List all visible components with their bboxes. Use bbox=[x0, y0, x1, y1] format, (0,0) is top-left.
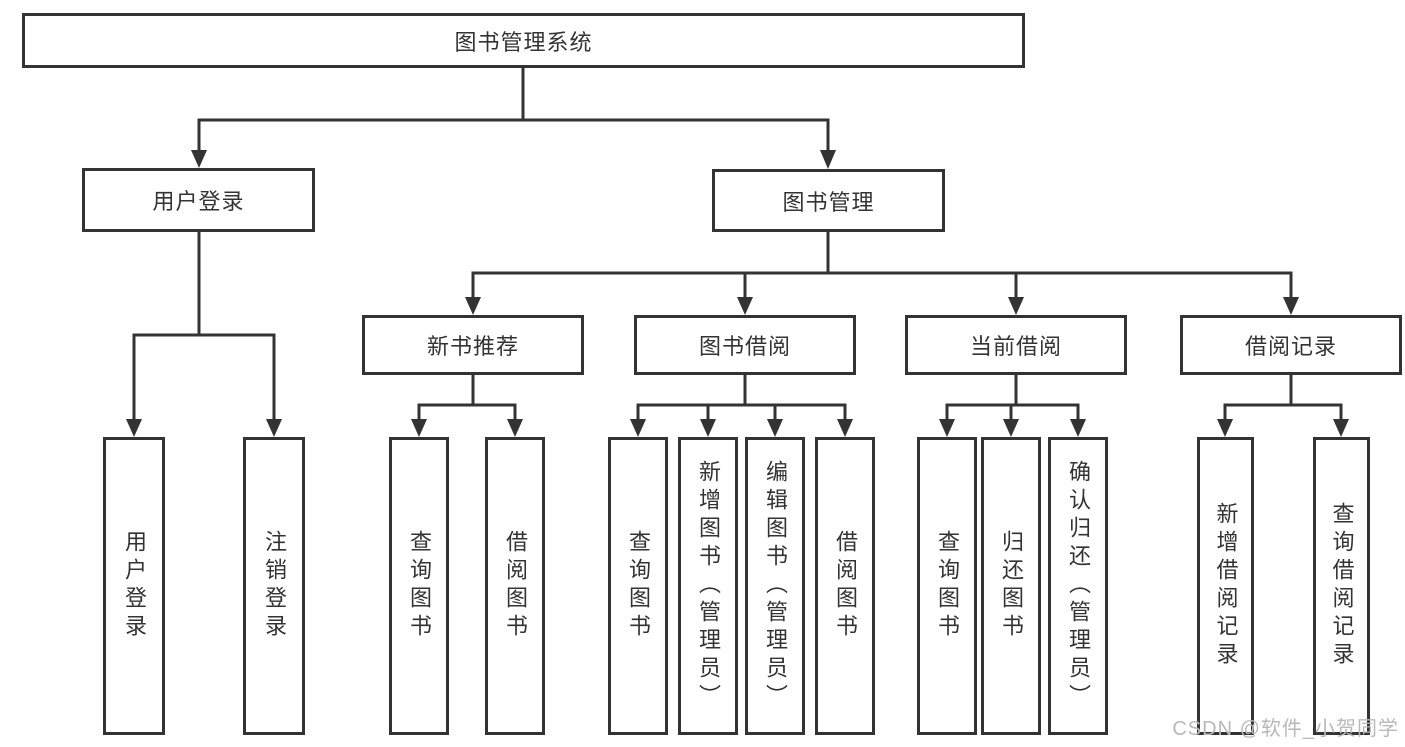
leaf-confirm-return-admin: 确认归还（管理员） bbox=[1048, 437, 1108, 735]
leaf-query-borrow-record: 查询借阅记录 bbox=[1313, 437, 1370, 735]
node-book-management-branch: 图书管理 bbox=[712, 169, 945, 232]
node-label: 新书推荐 bbox=[426, 334, 519, 359]
arrow-down-icons bbox=[126, 150, 1349, 437]
leaf-return-books: 归还图书 bbox=[981, 437, 1041, 735]
leaf-logout: 注销登录 bbox=[243, 437, 305, 735]
node-book-borrow: 图书借阅 bbox=[634, 315, 856, 375]
node-label: 借阅图书 bbox=[833, 530, 858, 642]
leaf-borrow-books: 借阅图书 bbox=[815, 437, 875, 735]
leaf-add-books-admin: 新增图书（管理员） bbox=[678, 437, 738, 735]
node-label: 查询图书 bbox=[935, 530, 960, 642]
node-label: 归还图书 bbox=[999, 530, 1024, 642]
leaf-user-login: 用户登录 bbox=[103, 437, 165, 735]
node-label: 查询图书 bbox=[626, 530, 651, 642]
node-label: 新增借阅记录 bbox=[1213, 502, 1239, 670]
node-label: 图书管理系统 bbox=[454, 29, 593, 55]
node-label: 新增图书（管理员） bbox=[696, 460, 721, 712]
leaf-borrow-books-recommend: 借阅图书 bbox=[485, 437, 545, 735]
node-new-book-recommend: 新书推荐 bbox=[362, 315, 584, 375]
node-label: 查询图书 bbox=[407, 530, 432, 642]
node-label: 用户登录 bbox=[122, 530, 147, 642]
leaf-query-books-current: 查询图书 bbox=[917, 437, 977, 735]
node-label: 借阅记录 bbox=[1244, 334, 1337, 359]
node-label: 确认归还（管理员） bbox=[1066, 460, 1091, 712]
node-label: 图书管理 bbox=[782, 189, 875, 215]
node-current-borrow: 当前借阅 bbox=[905, 315, 1127, 375]
leaf-add-borrow-record: 新增借阅记录 bbox=[1197, 437, 1254, 735]
node-user-login-branch: 用户登录 bbox=[82, 168, 315, 232]
leaf-query-books: 查询图书 bbox=[608, 437, 668, 735]
tree-edges bbox=[132, 68, 1343, 421]
node-root-system: 图书管理系统 bbox=[22, 13, 1025, 68]
node-label: 图书借阅 bbox=[698, 334, 791, 359]
leaf-query-books-recommend: 查询图书 bbox=[389, 437, 449, 735]
leaf-edit-books-admin: 编辑图书（管理员） bbox=[745, 437, 805, 735]
node-label: 借阅图书 bbox=[503, 530, 528, 642]
node-borrow-records: 借阅记录 bbox=[1180, 315, 1402, 375]
node-label: 当前借阅 bbox=[969, 334, 1062, 359]
node-label: 编辑图书（管理员） bbox=[763, 460, 788, 712]
node-label: 注销登录 bbox=[262, 530, 287, 642]
node-label: 用户登录 bbox=[152, 189, 245, 214]
csdn-watermark: CSDN @软件_小贺同学 bbox=[1172, 718, 1399, 740]
node-label: 查询借阅记录 bbox=[1329, 502, 1355, 670]
